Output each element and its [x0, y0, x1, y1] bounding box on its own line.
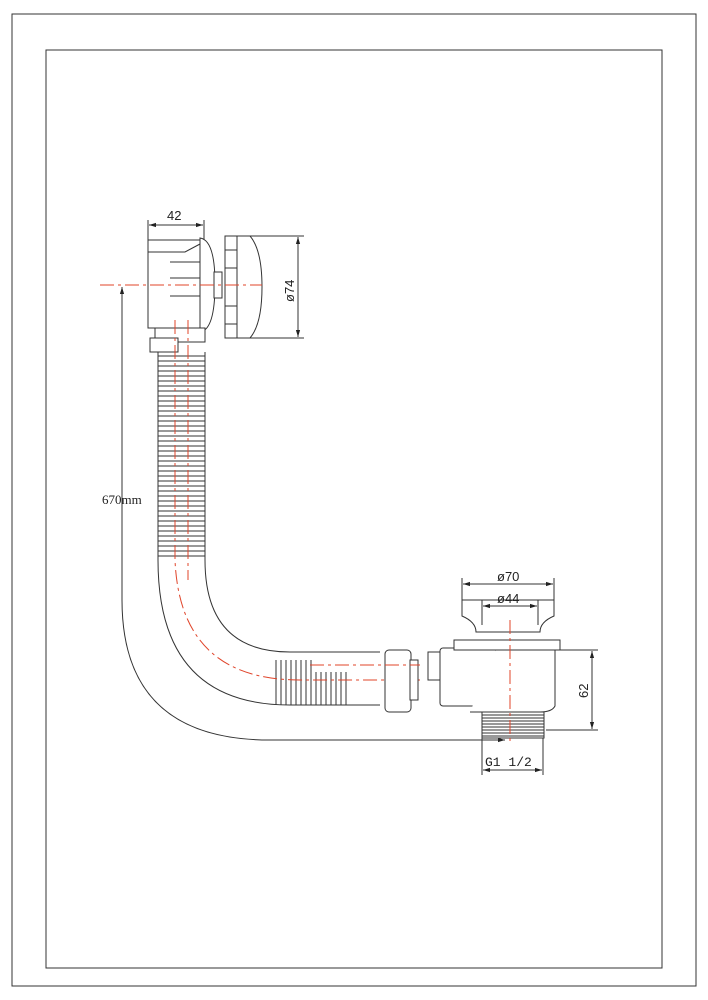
dim-overflow-depth: 42 [167, 208, 181, 223]
flexible-hose [157, 352, 380, 706]
dim-length: 670mm [102, 492, 142, 507]
dim-overflow-diameter: ø74 [282, 280, 297, 302]
dim-thread-size: G1 1/2 [485, 755, 532, 770]
dim-plug-outer-diameter: ø70 [497, 569, 519, 584]
waste-assembly [384, 599, 561, 739]
inner-frame [45, 49, 663, 969]
dim-waste-height: 62 [576, 684, 591, 698]
outer-frame [11, 13, 697, 987]
dim-plug-inner-diameter: ø44 [497, 591, 519, 606]
overflow-assembly [147, 235, 263, 353]
